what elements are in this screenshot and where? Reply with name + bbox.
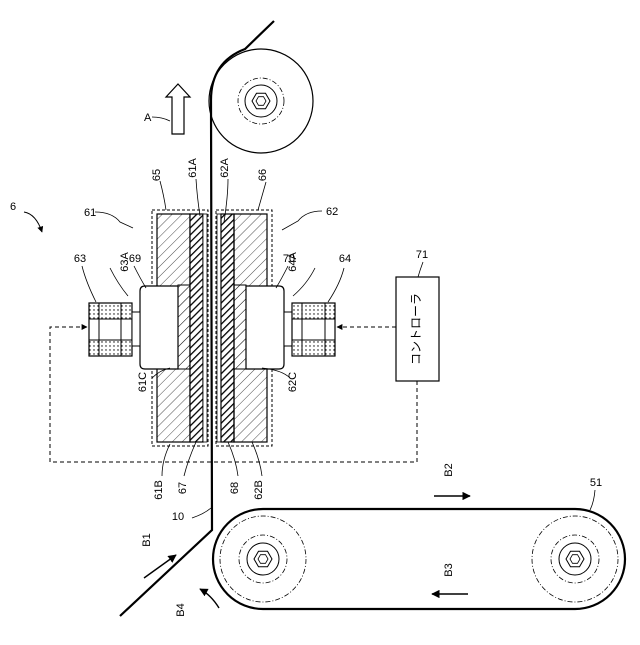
label-b2: B2 bbox=[443, 463, 455, 476]
label-heater-left: 61 bbox=[84, 207, 96, 219]
label-conveyor: 51 bbox=[590, 477, 602, 489]
label-frame-right: 66 bbox=[257, 169, 269, 181]
left-actuator bbox=[89, 303, 140, 356]
controller: コントローラ bbox=[396, 277, 439, 381]
upper-roller bbox=[209, 49, 313, 153]
label-frame-left: 65 bbox=[151, 169, 163, 181]
label-block-right: 70 bbox=[283, 253, 295, 265]
arrow-b1 bbox=[144, 555, 176, 578]
label-fig: 6 bbox=[10, 201, 16, 213]
label-heater-right: 62 bbox=[326, 206, 338, 218]
reference-labels: 6 A 61 62 63 64 63A 64A 69 70 65 66 61A … bbox=[10, 112, 602, 617]
arrow-a bbox=[152, 84, 190, 134]
label-sheet: 10 bbox=[172, 511, 184, 523]
label-end-61b: 61B bbox=[153, 480, 165, 500]
label-end-62b: 62B bbox=[253, 480, 265, 500]
label-controller-ref: 71 bbox=[416, 249, 428, 261]
label-gap-62c: 62C bbox=[287, 372, 299, 392]
label-film-right: 68 bbox=[229, 482, 241, 494]
conveyor-left-roller bbox=[220, 516, 306, 602]
label-actuator-left: 63 bbox=[74, 253, 86, 265]
left-heater-assembly bbox=[140, 210, 208, 446]
right-film bbox=[221, 214, 234, 442]
label-face-61a: 61A bbox=[187, 158, 199, 178]
right-actuator bbox=[284, 303, 335, 356]
label-b4: B4 bbox=[175, 603, 187, 616]
label-b3: B3 bbox=[443, 563, 455, 576]
arrow-fig bbox=[24, 212, 42, 232]
left-film bbox=[190, 214, 203, 442]
left-block bbox=[140, 286, 178, 369]
right-heater-assembly bbox=[216, 210, 284, 446]
right-block bbox=[246, 286, 284, 369]
conveyor-right-roller bbox=[532, 516, 618, 602]
label-arrow-a: A bbox=[144, 112, 152, 124]
label-actuator-right: 64 bbox=[339, 253, 351, 265]
label-film-left: 67 bbox=[177, 482, 189, 494]
label-b1: B1 bbox=[141, 533, 153, 546]
label-face-62a: 62A bbox=[219, 158, 231, 178]
label-block-left: 69 bbox=[129, 253, 141, 265]
controller-text: コントローラ bbox=[409, 293, 423, 365]
arrow-b4 bbox=[200, 589, 219, 608]
conveyor-belt bbox=[213, 509, 625, 609]
label-gap-61c: 61C bbox=[137, 372, 149, 392]
